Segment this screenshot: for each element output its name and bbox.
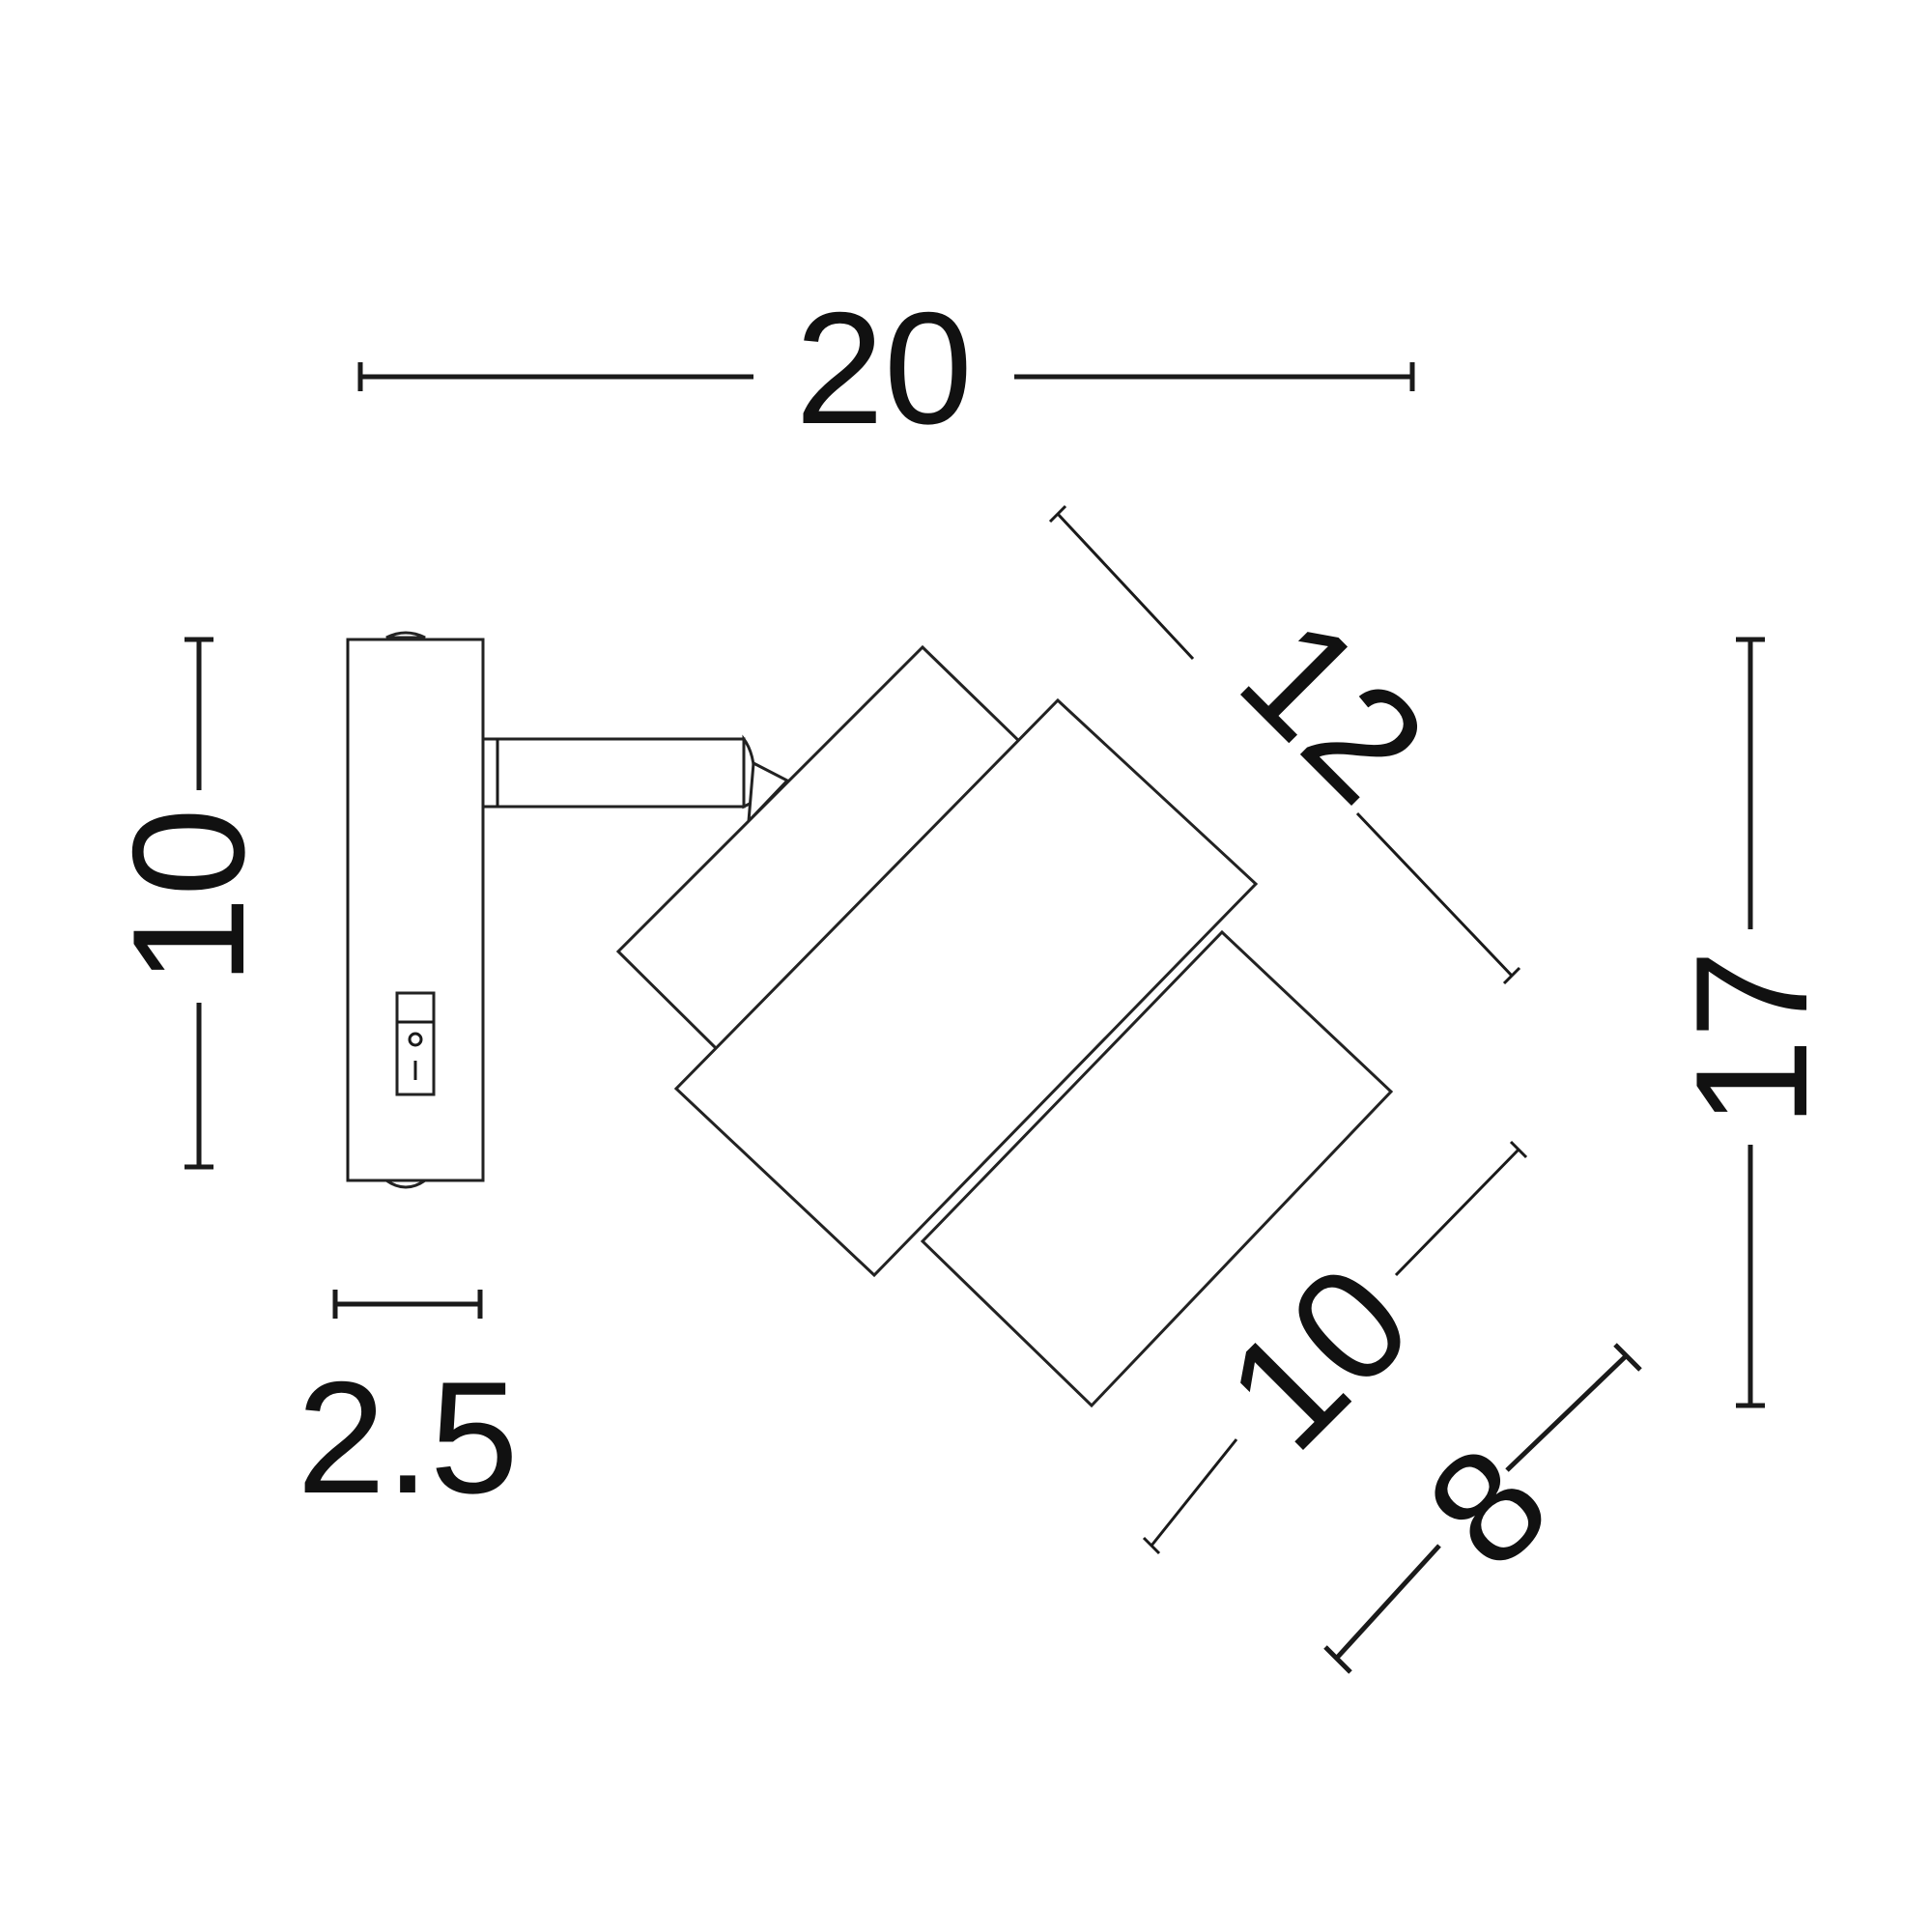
dim-tick-lower (1142, 1536, 1161, 1555)
dim-tick-upper (1048, 504, 1067, 524)
shade-main-cylinder (673, 697, 1259, 1278)
dim-line-upper (1394, 1148, 1520, 1277)
arm (481, 734, 790, 826)
dim-label-shade-length: 12 (1208, 584, 1459, 836)
dim-line-lower (1150, 1438, 1238, 1547)
arm-body (481, 737, 746, 809)
base-body (346, 638, 485, 1182)
dim-label-base-depth: 2.5 (297, 1349, 518, 1526)
switch-on-symbol (408, 1032, 423, 1047)
dim-label-overall-width: 20 (795, 279, 973, 457)
dim-line-upper (1505, 1352, 1630, 1472)
dim-tick-lower (1502, 966, 1521, 985)
dim-line-lower (1355, 811, 1514, 978)
dim-line-lower (1336, 1544, 1441, 1659)
lamp-shade (615, 644, 1394, 1408)
dim-label-base-height: 10 (99, 808, 277, 985)
dim-base-height: 10 (99, 637, 277, 1170)
dim-label-overall-height: 17 (1662, 950, 1840, 1127)
dim-base-depth: 2.5 (297, 1290, 519, 1526)
base-bottom-knob (382, 1179, 430, 1189)
dim-overall-width: 20 (357, 279, 1415, 457)
dim-label-shade-diameter: 8 (1393, 1412, 1581, 1601)
wall-base-plate (346, 631, 485, 1189)
dim-overall-height: 17 (1662, 637, 1840, 1408)
dim-tick-upper (1509, 1140, 1528, 1159)
shade-rear-cylinder (920, 929, 1394, 1408)
dim-tick-upper (1613, 1343, 1642, 1372)
dim-line-upper (1056, 512, 1195, 661)
base-top-knob (385, 631, 426, 639)
dim-tick-lower (1323, 1645, 1352, 1674)
